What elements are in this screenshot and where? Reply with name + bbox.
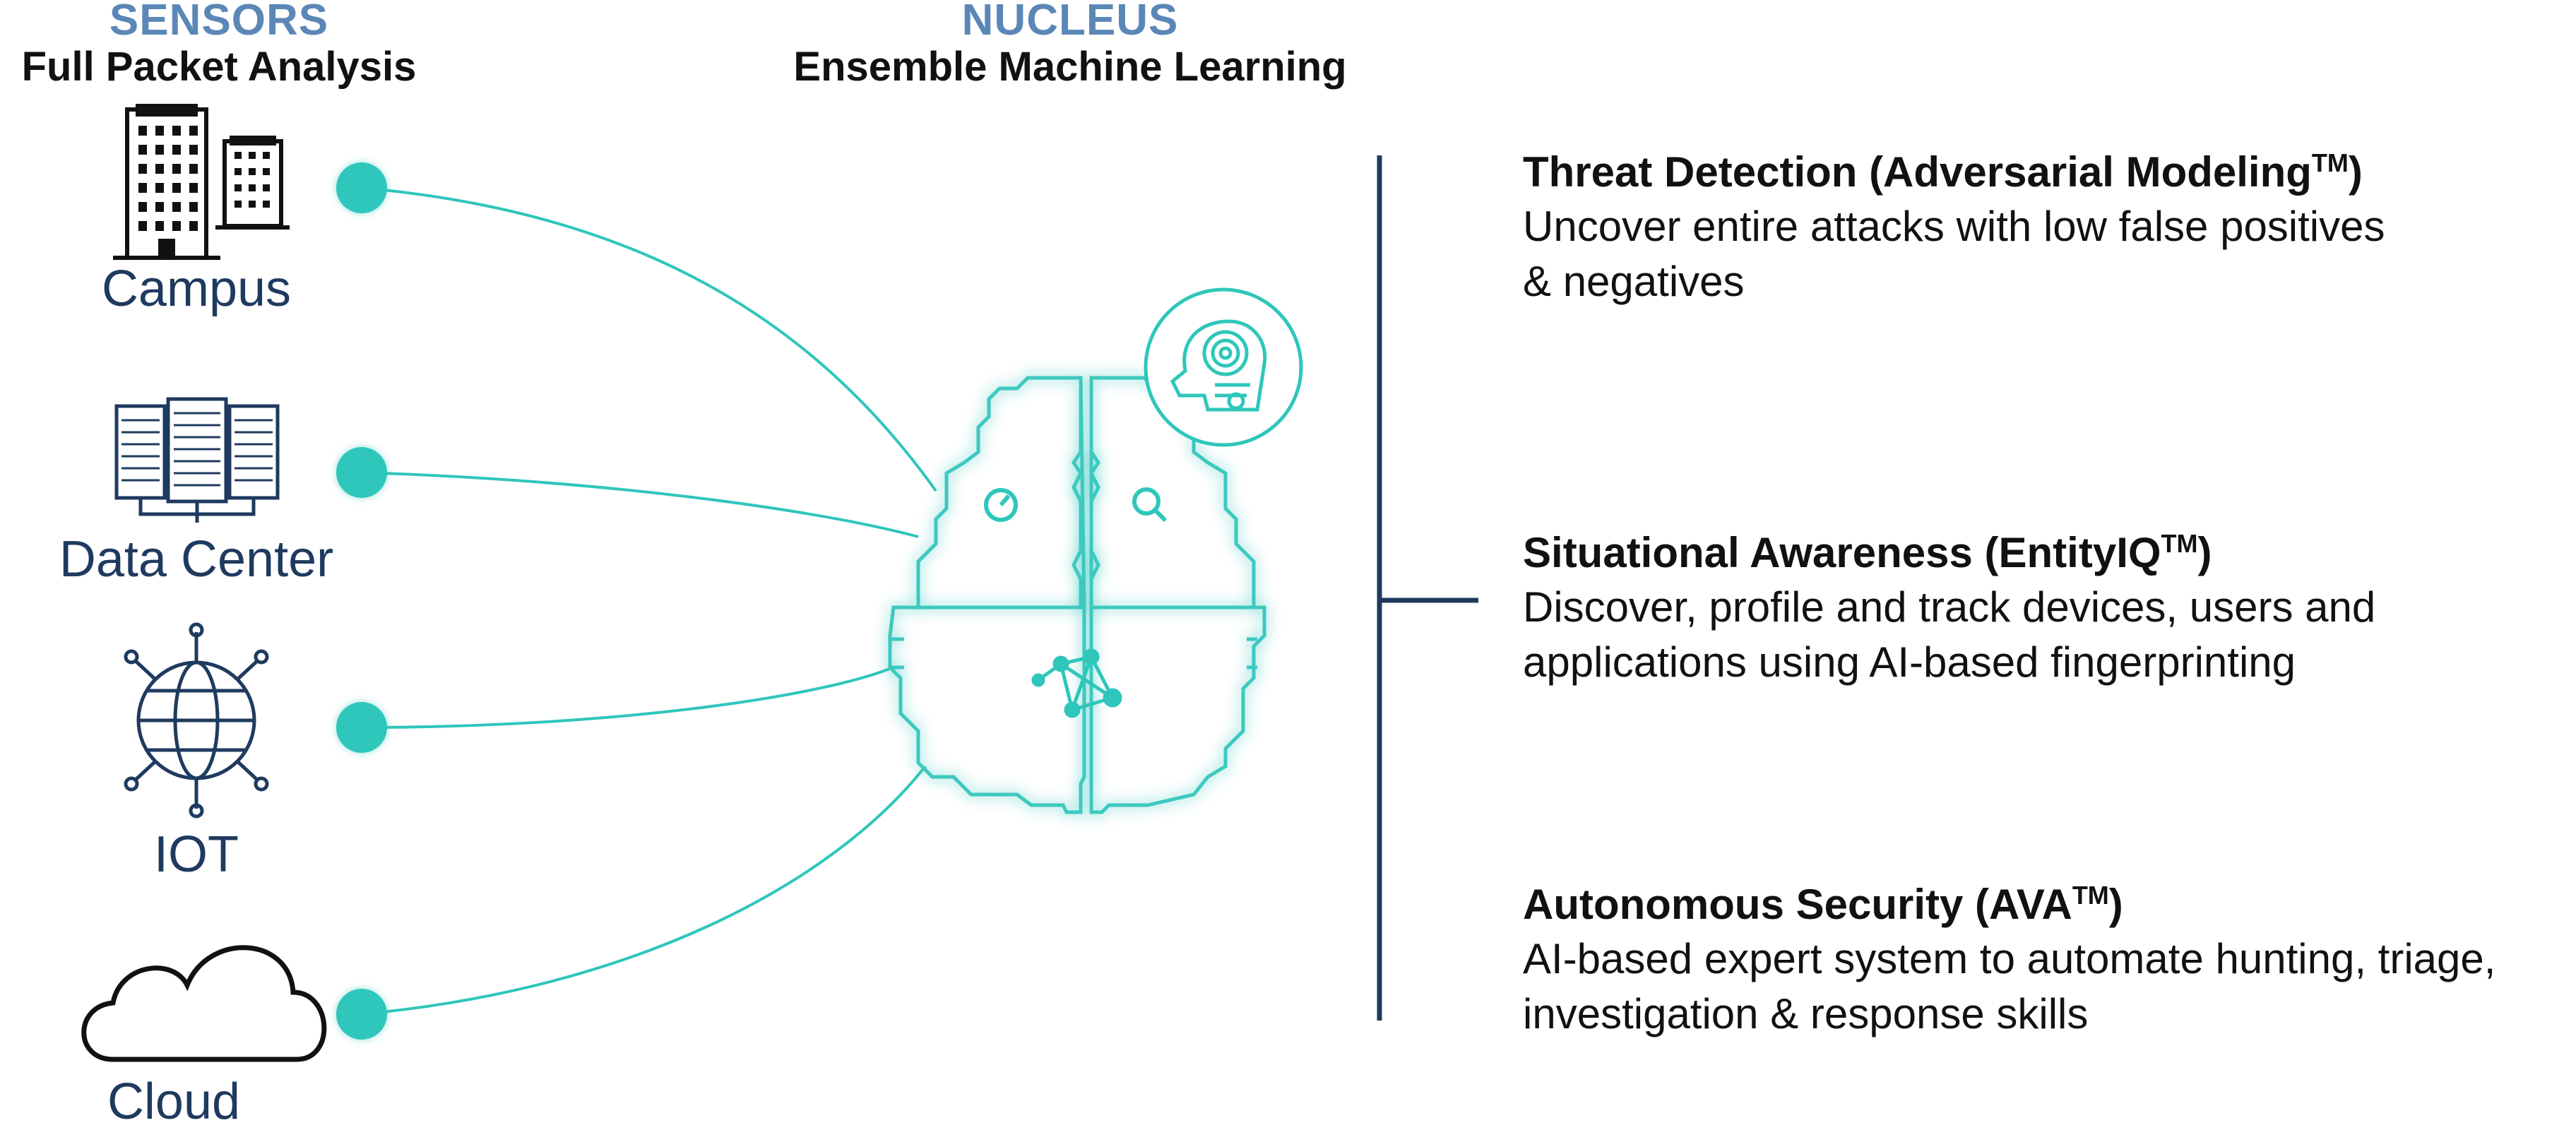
feature-title: Situational Awareness (EntityIQTM) — [1523, 529, 2212, 576]
sensors-header: SENSORS Full Packet Analysis — [0, 0, 438, 92]
feature-description: Uncover entire attacks with low false po… — [1523, 203, 2385, 305]
connector-iot — [361, 667, 892, 729]
feature-description: Discover, profile and track devices, use… — [1523, 583, 2376, 686]
feature-description: AI-based expert system to automate hunti… — [1523, 935, 2496, 1037]
feature-autonomous-security: Autonomous Security (AVATM) AI-based exp… — [1523, 869, 2568, 1042]
sensor-label-iot: IOT — [154, 826, 239, 883]
connector-cloud — [361, 765, 927, 1016]
sensor-label-cloud: Cloud — [107, 1074, 241, 1130]
sensors-subtitle: Full Packet Analysis — [21, 44, 417, 90]
connector-datacenter — [361, 471, 919, 538]
network-icon — [1031, 648, 1122, 718]
sensor-node-datacenter — [336, 447, 387, 498]
sensor-label-campus: Campus — [101, 261, 292, 317]
feature-situational-awareness: Situational Awareness (EntityIQTM) Disco… — [1523, 517, 2568, 690]
buildings-icon — [113, 104, 290, 260]
servers-icon — [114, 397, 280, 523]
feature-threat-detection: Threat Detection (Adversarial ModelingTM… — [1523, 136, 2568, 309]
sensors-title: SENSORS — [109, 0, 329, 44]
feature-title: Threat Detection (Adversarial ModelingTM… — [1523, 148, 2363, 196]
ai-head-icon — [1144, 287, 1303, 447]
connector-campus — [361, 186, 937, 492]
magnifier-icon — [1132, 487, 1168, 523]
sensor-node-campus — [336, 162, 387, 213]
gauge-icon — [984, 488, 1018, 522]
nucleus-subtitle: Ensemble Machine Learning — [793, 44, 1347, 90]
sensor-node-iot — [336, 702, 387, 753]
feature-bracket — [1377, 155, 1478, 1021]
feature-title: Autonomous Security (AVATM) — [1523, 881, 2123, 928]
sensor-label-datacenter: Data Center — [59, 531, 334, 588]
nucleus-header: NUCLEUS Ensemble Machine Learning — [706, 0, 1434, 92]
sensor-node-cloud — [336, 989, 387, 1040]
nucleus-title: NUCLEUS — [961, 0, 1179, 44]
globe-network-icon — [124, 622, 269, 819]
cloud-icon — [81, 945, 327, 1062]
